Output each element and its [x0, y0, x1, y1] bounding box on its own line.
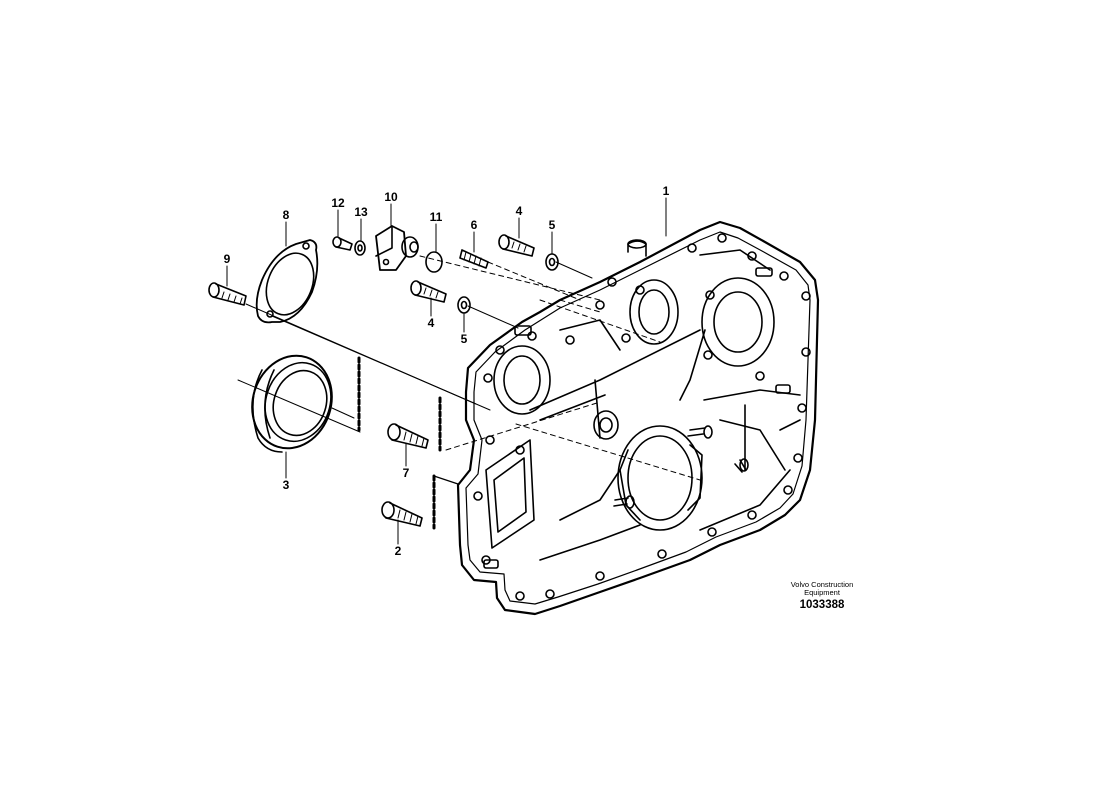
cover-plate [255, 239, 319, 324]
screw-9 [208, 282, 247, 306]
callout-11: 11 [430, 210, 443, 224]
callout-9: 9 [224, 252, 231, 266]
callout-4-lower: 4 [428, 316, 435, 330]
timing-gear-housing [456, 220, 820, 616]
callout-3: 3 [283, 478, 290, 492]
callout-13: 13 [354, 205, 368, 219]
callout-10: 10 [384, 190, 398, 204]
screw-2 [381, 501, 423, 527]
screw-4-lower [410, 280, 447, 303]
credit-line-2: Equipment [804, 588, 840, 597]
o-ring-11 [425, 251, 443, 273]
callout-12: 12 [331, 196, 345, 210]
callout-2: 2 [395, 544, 402, 558]
callout-7: 7 [403, 466, 410, 480]
drawing-credit: Volvo Construction Equipment 1033388 [772, 580, 872, 612]
callout-1: 1 [663, 184, 670, 198]
callout-4-upper: 4 [516, 204, 523, 218]
callout-6: 6 [471, 218, 478, 232]
callout-5-lower: 5 [461, 332, 468, 346]
screw-7 [387, 423, 429, 449]
assembly-lines [226, 197, 701, 545]
callout-5-upper: 5 [549, 218, 556, 232]
crankshaft-seal [237, 354, 361, 453]
callout-8: 8 [283, 208, 290, 222]
callout-numbers: 1 12 13 10 11 6 4 5 8 9 4 5 7 3 2 [224, 184, 670, 558]
screw-12 [332, 236, 353, 251]
credit-line-1: Volvo Construction [790, 580, 854, 589]
sensor-bracket-10 [375, 225, 419, 271]
dashed-alignment-brackets [357, 356, 459, 530]
drawing-number: 1033388 [799, 599, 845, 611]
washer-13 [354, 240, 366, 256]
stud-6 [459, 249, 489, 269]
screw-4-upper [498, 234, 535, 257]
washer-5-lower [457, 296, 471, 314]
